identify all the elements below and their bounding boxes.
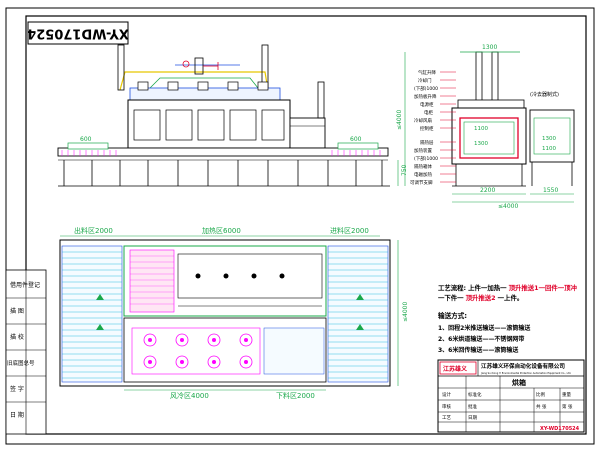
conveyor-item-0: 1、回程2米推送输送——滚筒输送	[438, 324, 531, 332]
process-title: 工艺流程:	[438, 283, 466, 292]
end-dim-1300c: 1300	[542, 136, 556, 142]
drawing-number-top: XY-WD170524	[27, 26, 129, 41]
plan-zone-in: 进料区2000	[330, 226, 369, 235]
end-dim-1550: 1550	[543, 187, 558, 194]
plan-view: 出料区2000 加热区6000 进料区2000	[59, 226, 409, 400]
end-callout-5: 电柜	[424, 109, 433, 116]
inner-border	[25, 15, 587, 435]
plan-zone-cool: 风冷区4000	[170, 391, 209, 400]
tb-cell-4: 批准	[468, 403, 477, 410]
conveyor-item-2: 3、6米回传输送——滚筒输送	[438, 346, 519, 354]
process-line2a: 一下件一	[438, 293, 464, 302]
process-line1b: 顶升推送1一回件一顶冲	[509, 283, 578, 292]
end-dim-1100d: 1100	[542, 146, 556, 152]
end-dim-1300-top: 1300	[482, 44, 497, 51]
drawing-number-top-box: XY-WD170524	[27, 21, 129, 45]
end-dim-1300b: 1300	[474, 141, 488, 147]
end-callout-0: 气缸升降	[418, 69, 436, 76]
tb-cell-6: 比例	[536, 391, 545, 398]
company-name-en: Jiang Su Xiong Yi Environmental Protecti…	[480, 372, 571, 375]
end-dim-2200: 2200	[480, 187, 495, 194]
stamp-label-1: 描 图	[10, 307, 24, 315]
end-left-callout-2: (下部)1000	[414, 155, 438, 162]
side-dim-600-left: 600	[80, 136, 92, 143]
process-line2c: 一上件。	[498, 293, 524, 302]
stamp-label-4: 签 字	[10, 385, 24, 393]
company-logo: 江苏雄义	[443, 365, 468, 373]
tb-cell-7: 重量	[562, 391, 571, 398]
process-line-2: 一下件一 顶升推送2 一上件。	[438, 293, 523, 302]
plan-zone-heat: 加热区6000	[202, 226, 241, 235]
end-left-callout-1: 加热装置	[414, 147, 432, 154]
tb-cell-3: 标准化	[468, 391, 482, 398]
stamp-label-0: 借用件登记	[10, 281, 40, 289]
end-dim-total: ≤4000	[498, 203, 518, 210]
process-line1a: 上件一加热一	[468, 283, 507, 292]
end-left-callout-0: 隔热层	[420, 139, 434, 146]
stamp-label-2: 描 校	[10, 333, 24, 341]
end-left-callout-4: 电磁加热	[414, 171, 432, 178]
end-left-callout-5: 可调节支脚	[410, 179, 433, 186]
product-name: 烘箱	[512, 378, 526, 387]
end-dim-height: ≤4000	[396, 110, 403, 130]
outer-border	[5, 7, 595, 445]
end-callout-1: 冷却门	[418, 77, 432, 84]
tb-cell-1: 审核	[442, 403, 451, 410]
tb-cell-0: 设计	[442, 391, 451, 398]
tb-cell-5: 日期	[468, 415, 477, 421]
end-dim-1100a: 1100	[474, 126, 488, 132]
end-callout-3: 加热板升降	[414, 93, 437, 100]
plan-zone-out: 出料区2000	[74, 226, 113, 235]
plan-dim-right: ≤4000	[402, 302, 409, 322]
end-callout-7: 控制柜	[420, 125, 434, 132]
side-elevation-view: 600 600 750	[57, 44, 408, 187]
end-right-label: (冷去器制式)	[530, 91, 559, 98]
tb-cell-9: 第 张	[562, 403, 573, 410]
end-callout-4: 电源柜	[420, 101, 434, 108]
end-section-view: 1300 1100 1300 气缸升降 冷却门 (下部)1000 加热板升降 电…	[396, 44, 575, 210]
title-drawing-number: XY-WD170524	[540, 426, 580, 432]
end-callout-2: (下部)1000	[414, 85, 438, 92]
end-callout-6: 冷却风扇	[414, 117, 432, 124]
process-notes: 工艺流程: 上件一加热一 顶升推送1一回件一顶冲 一下件一 顶升推送2 一上件。…	[438, 283, 578, 354]
conveyor-item-1: 2、6米烘道输送——不锈钢网带	[438, 335, 524, 343]
conveyor-title: 输送方式:	[438, 311, 467, 320]
title-block: 江苏雄义 江苏雄义环保自动化设备有限公司 Jiang Su Xiong Yi E…	[437, 359, 585, 433]
process-line2b: 顶升推送2	[466, 293, 496, 302]
plan-zone-down: 下料区2000	[276, 391, 315, 400]
company-name: 江苏雄义环保自动化设备有限公司	[481, 362, 565, 370]
tb-cell-2: 工艺	[442, 415, 451, 421]
left-stamp-column: 借用件登记 描 图 描 校 旧底图总号 签 字 日 期	[5, 269, 47, 435]
process-line-1: 工艺流程: 上件一加热一 顶升推送1一回件一顶冲	[438, 283, 578, 292]
end-left-callout-3: 隔热箱体	[414, 163, 432, 170]
tb-cell-8: 共 张	[536, 403, 547, 410]
stamp-label-3: 旧底图总号	[7, 359, 35, 367]
side-dim-600-right: 600	[350, 136, 362, 143]
stamp-label-5: 日 期	[10, 411, 24, 419]
side-dim-750: 750	[401, 164, 408, 176]
